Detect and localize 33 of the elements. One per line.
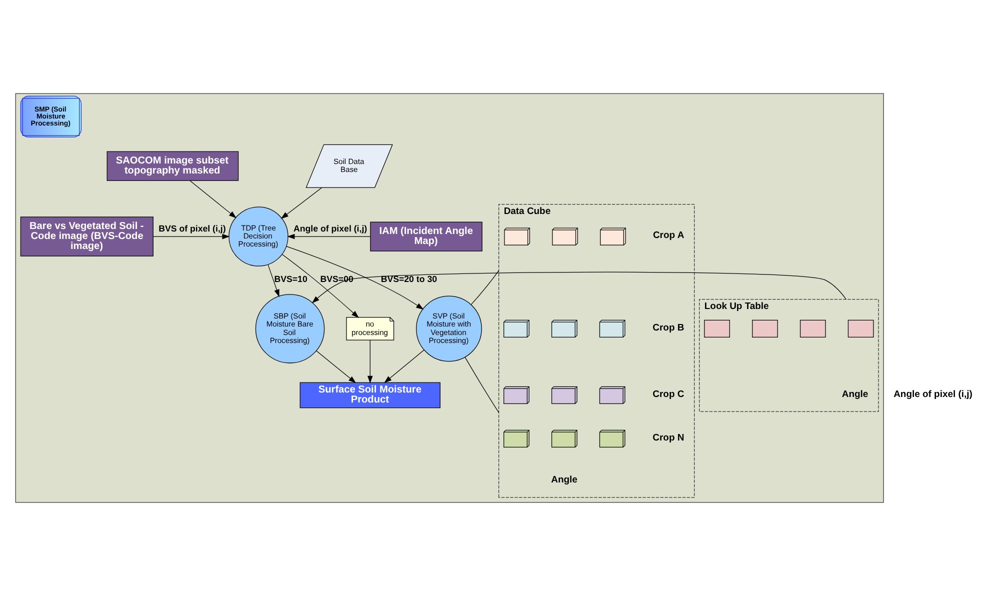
label: Angle: [842, 388, 868, 400]
arrow: [312, 272, 846, 304]
node-box: [800, 320, 826, 338]
node-box: [704, 320, 730, 338]
node-box: [848, 320, 874, 338]
connector: [464, 356, 500, 413]
node-box: SAOCOM image subset topography masked: [106, 151, 239, 181]
node-box: [752, 320, 778, 338]
arrow: [282, 254, 359, 318]
node-box: Bare vs Vegetated Soil - Code image (BVS-Code image): [20, 216, 154, 256]
node-box: IAM (Incident Angle Map): [370, 222, 482, 252]
label: Crop C: [652, 388, 684, 400]
arrow: [367, 340, 373, 384]
edge-label: BVS=10: [274, 274, 308, 284]
edge-label: BVS=20 to 30: [380, 274, 438, 284]
label: Crop A: [653, 230, 684, 242]
node-box: Surface Soil Moisture Product: [300, 382, 440, 408]
arrow: [316, 350, 356, 384]
label: Crop N: [652, 432, 684, 444]
label: Angle: [551, 474, 578, 486]
arrow: [268, 264, 280, 298]
arrow: [287, 234, 371, 240]
arrow: [190, 180, 236, 218]
edge-label: BVS of pixel (i,j): [158, 224, 226, 234]
arrow: [280, 187, 322, 219]
label: Crop B: [652, 322, 684, 334]
edge-label: Angle of pixel (i,j): [294, 224, 368, 234]
connector: [470, 270, 500, 305]
arrow: [384, 350, 424, 384]
label: Angle of pixel (i,j): [894, 388, 972, 400]
arrow: [286, 246, 424, 310]
arrow: [152, 234, 230, 240]
edge-label: BVS=00: [320, 274, 354, 284]
